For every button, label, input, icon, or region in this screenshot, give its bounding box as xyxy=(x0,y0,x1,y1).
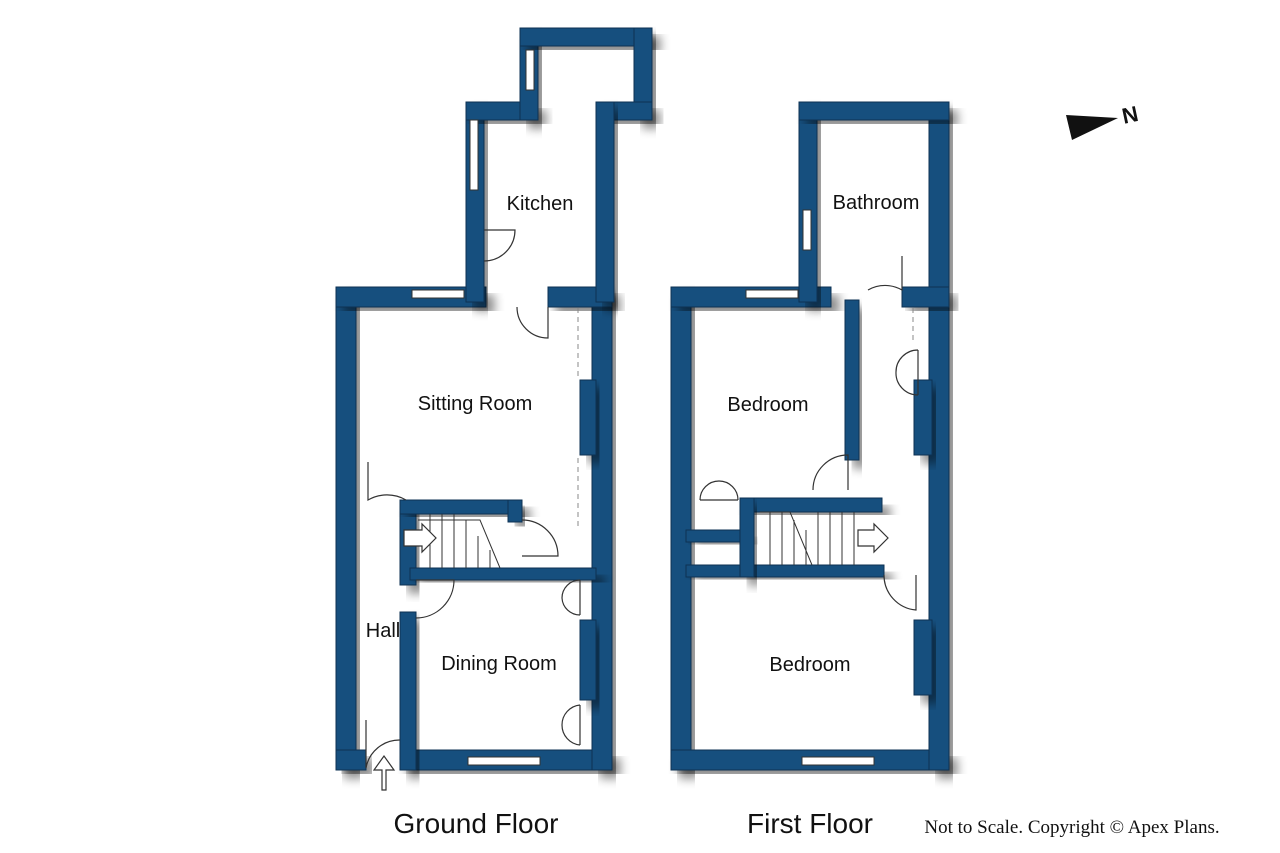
ff-door-bedroom-front xyxy=(883,574,917,611)
room-label-sitting-room: Sitting Room xyxy=(418,393,533,415)
gf-front-door xyxy=(365,720,401,769)
gf-window-sitting xyxy=(411,289,465,299)
gf-staircase xyxy=(403,514,501,569)
ff-door-bathroom xyxy=(867,256,903,292)
room-label-kitchen: Kitchen xyxy=(507,193,574,215)
ff-wall-left xyxy=(670,286,692,771)
ff-window-bedroom-front xyxy=(801,756,875,766)
gf-cupboard-door-2 xyxy=(561,704,581,746)
gf-door-sitting-hall xyxy=(367,462,407,502)
gf-chimney-breast-2 xyxy=(579,619,597,701)
kitchen-window-side xyxy=(469,119,479,191)
first-floor-plan: Bathroom Bedroom Bedroom xyxy=(670,101,950,771)
gf-hall-wall-lower xyxy=(399,611,417,771)
ff-landing-wall-top xyxy=(739,497,883,513)
gf-door-kitchen-sitting xyxy=(516,306,549,339)
ff-chimney-breast-2 xyxy=(913,619,933,696)
bathroom-wall-left xyxy=(798,101,818,303)
room-label-bedroom-front: Bedroom xyxy=(769,654,850,676)
ff-cupboard-wall xyxy=(685,529,747,543)
gf-door-hall-dining xyxy=(415,579,455,619)
front-entrance-arrow xyxy=(372,754,396,791)
gf-door-understairs xyxy=(521,519,559,557)
ff-door-bedroom-rear xyxy=(812,454,849,491)
room-label-dining-room: Dining Room xyxy=(441,653,557,675)
north-letter: N xyxy=(1120,101,1141,129)
kitchen-window-top xyxy=(525,49,535,91)
ff-stair-wall-left xyxy=(739,497,755,578)
north-arrow-icon: N xyxy=(1066,101,1140,140)
gf-stair-wall-top xyxy=(399,499,523,515)
first-floor-title: First Floor xyxy=(747,808,873,839)
gf-stair-wall-bottom xyxy=(409,567,597,581)
gf-wall-left xyxy=(335,286,357,771)
kitchen-wall-top2 xyxy=(519,27,653,47)
gf-stair-wall-right xyxy=(507,499,523,523)
ff-chimney-breast-1 xyxy=(913,379,933,456)
bathroom-window xyxy=(802,209,812,251)
ff-staircase xyxy=(760,511,889,566)
room-label-bathroom: Bathroom xyxy=(833,192,920,214)
ff-window-bedroom-rear xyxy=(745,289,799,299)
ff-stair-arrow xyxy=(857,522,889,554)
ground-floor-title: Ground Floor xyxy=(394,808,559,839)
ground-floor-plan: Kitchen Sitting Room Hall Dining Room xyxy=(335,27,653,791)
ff-cupboard-door-bedroom xyxy=(699,480,739,501)
gf-door-kitchen-outer xyxy=(483,229,516,262)
ff-bedroom-wall-right xyxy=(844,299,860,461)
gf-stair-arrow xyxy=(403,522,437,554)
copyright-notice: Not to Scale. Copyright © Apex Plans. xyxy=(924,817,1219,838)
gf-chimney-breast-1 xyxy=(579,379,597,456)
gf-window-dining xyxy=(467,756,541,766)
ff-wall-top-right xyxy=(901,286,950,308)
ff-cupboard-door-landing xyxy=(895,349,919,396)
room-label-bedroom-rear: Bedroom xyxy=(727,394,808,416)
bathroom-wall-top xyxy=(798,101,950,121)
gf-cupboard-door xyxy=(561,579,581,616)
gf-wall-bottom-left xyxy=(335,749,367,771)
kitchen-wall-right xyxy=(595,101,615,303)
ff-landing-wall-bottom xyxy=(685,564,885,578)
room-label-hall: Hall xyxy=(366,620,400,642)
